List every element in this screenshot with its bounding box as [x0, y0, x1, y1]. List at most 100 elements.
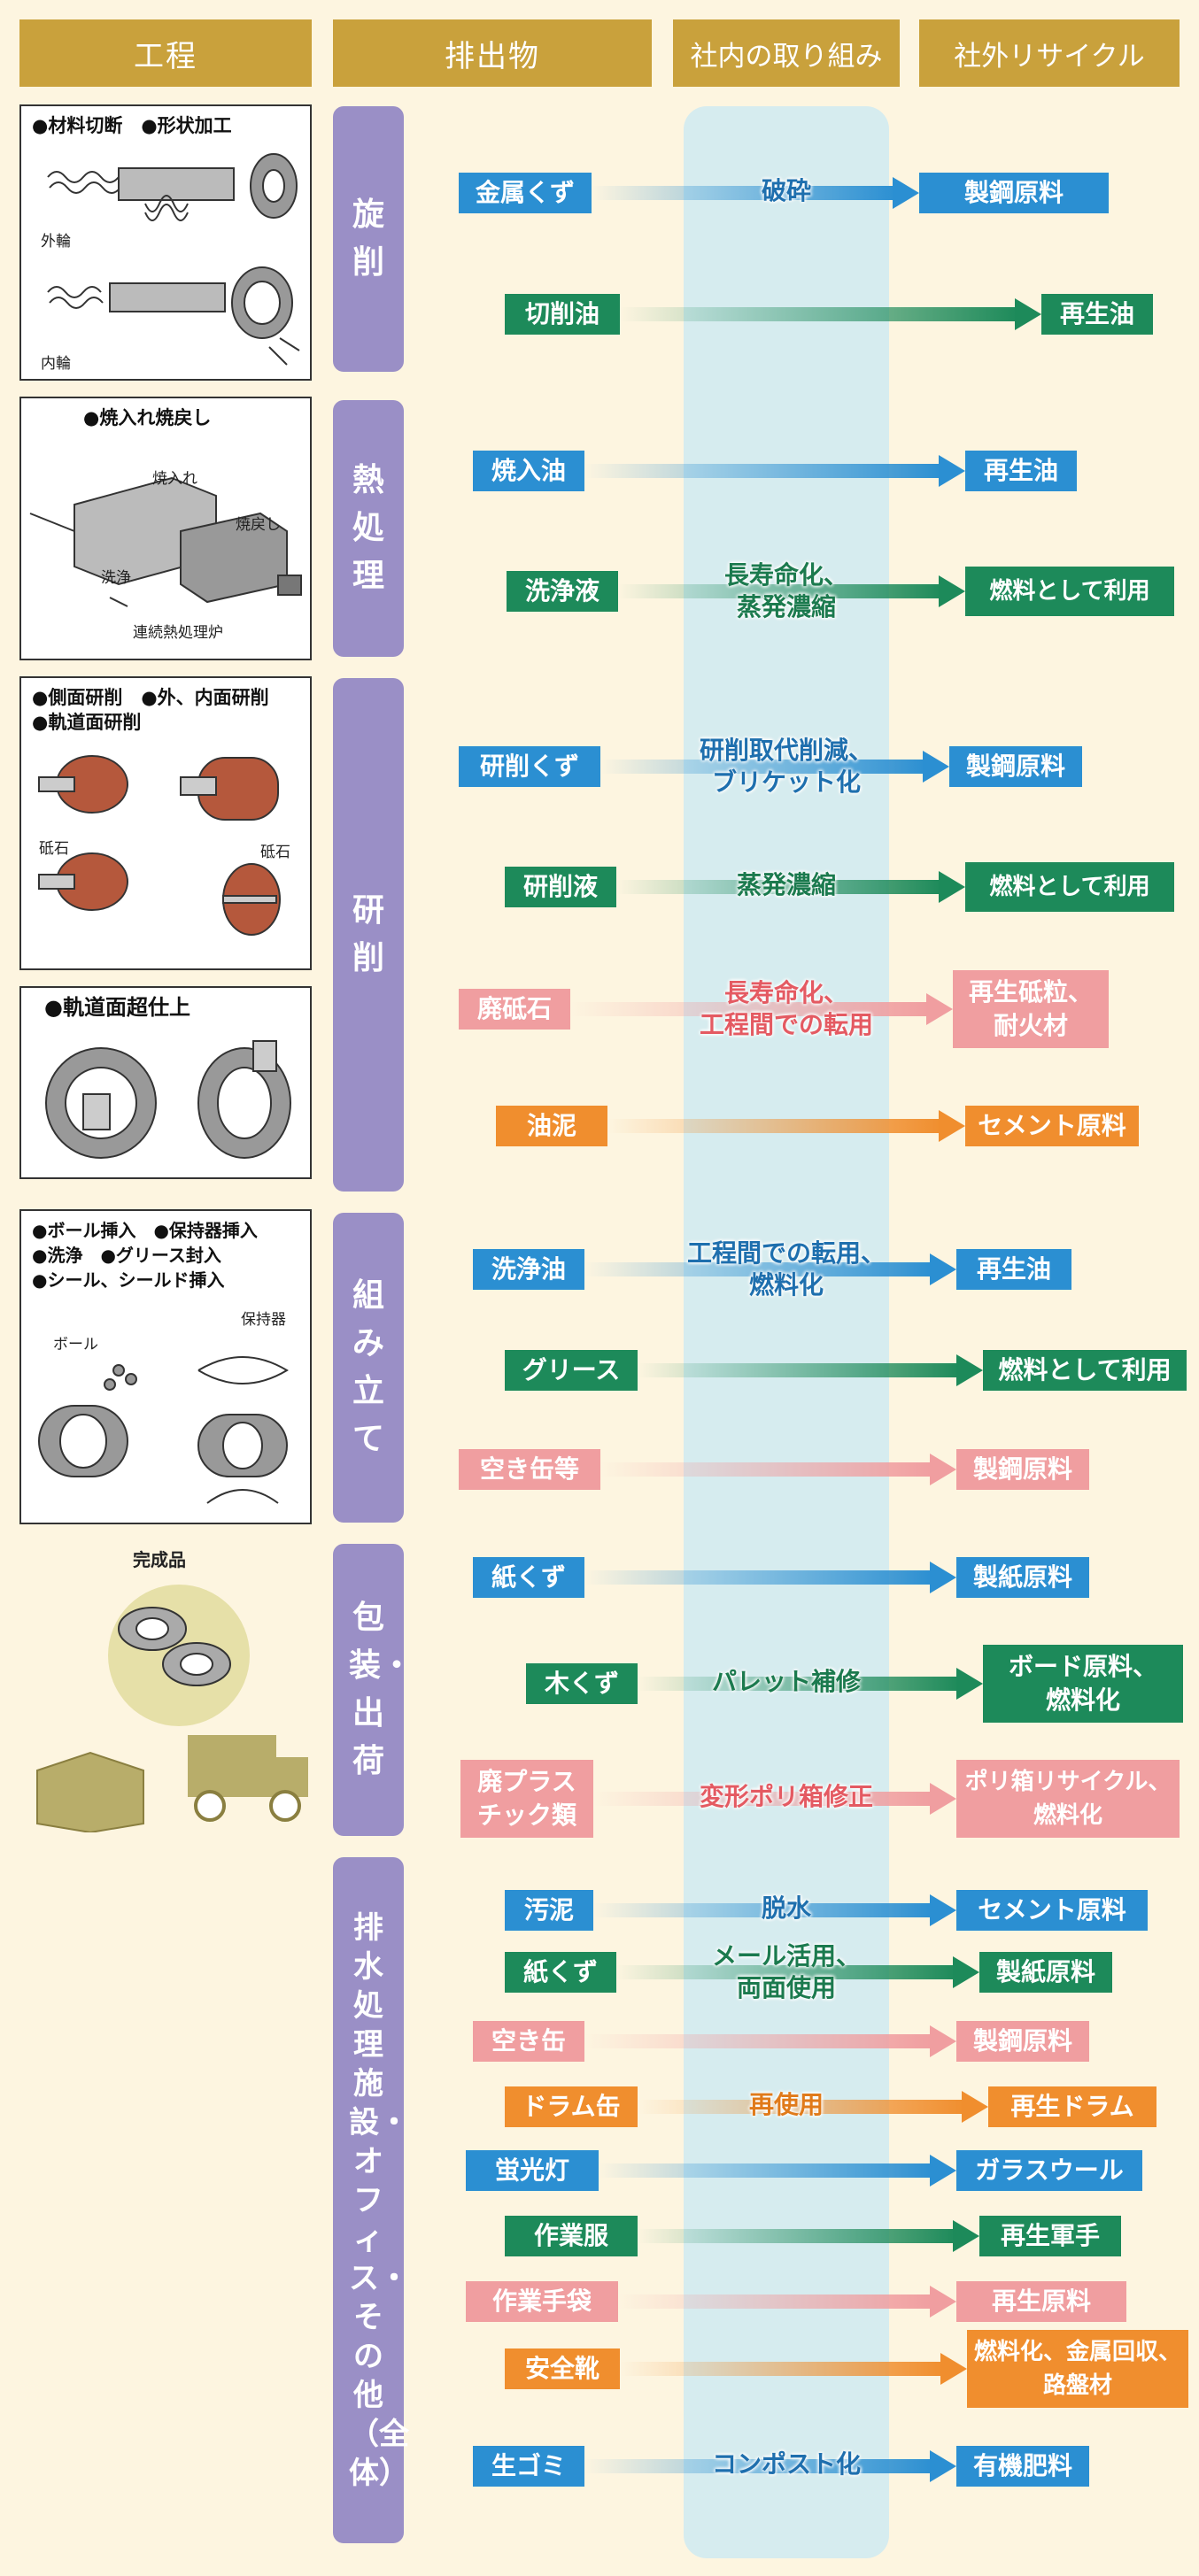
stage-assembly: 組み立て [333, 1213, 404, 1523]
flow-arrow [607, 1110, 965, 1142]
stage-grinding: 研削 [333, 678, 404, 1192]
panel-caption: ●ボール挿入 ●保持器挿入 ●洗浄 ●グリース封入 ●シール、シールド挿入 [32, 1220, 258, 1291]
label-quench: 焼入れ [152, 470, 197, 488]
recycle-destination: 再生原料 [956, 2281, 1126, 2322]
flow-arrow [638, 1354, 983, 1386]
panel-grinding: ●側面研削 ●外、内面研削 ●軌道面研削 砥石 砥石 [19, 676, 312, 970]
discharge-item: 空き缶 [473, 2021, 584, 2062]
label-temper: 焼戻し [236, 516, 281, 534]
flow-arrow [584, 2450, 956, 2482]
flow-arrow [584, 2025, 956, 2057]
internal-initiative-text: 工程間での転用、 燃料化 [686, 1238, 886, 1300]
discharge-item: ドラム缶 [505, 2086, 638, 2127]
recycle-destination: セメント原料 [965, 1106, 1139, 1146]
panel-caption: ●材料切断 ●形状加工 [32, 115, 232, 136]
stage-other: 排水処理施設・オフィス・その他（全体） [333, 1857, 409, 2543]
recycle-destination: 製鋼原料 [949, 746, 1082, 787]
recycle-destination: 燃料として利用 [983, 1350, 1187, 1391]
stage-heat-treatment: 熱処理 [333, 400, 404, 657]
recycle-destination: 再生油 [1041, 294, 1153, 335]
superfinish-illustration [45, 1040, 291, 1159]
recycle-destination: ガラスウール [956, 2150, 1142, 2191]
panel-superfinish: ●軌道面超仕上 [19, 986, 312, 1179]
discharge-item: 切削油 [505, 294, 620, 335]
internal-initiative-text: 再使用 [748, 2090, 824, 2119]
finished-product-illustration [36, 1585, 308, 1832]
discharge-item: 安全靴 [505, 2348, 620, 2389]
recycle-destination: 再生砥粒、 耐火材 [953, 970, 1109, 1048]
recycle-destination: 製紙原料 [956, 1557, 1089, 1598]
recycle-destination: 製鋼原料 [956, 1449, 1089, 1490]
internal-initiative-text: 破砕 [761, 176, 811, 205]
flow-arrow [592, 177, 919, 209]
recycle-destination: ボード原料、 燃料化 [983, 1645, 1183, 1723]
recycle-destination: 製鋼原料 [956, 2021, 1089, 2062]
finished-product-label: 完成品 [133, 1549, 186, 1570]
stage-turning: 旋削 [333, 106, 404, 372]
flow-arrow [618, 2286, 956, 2318]
header-internal: 社内の取り組み [673, 19, 900, 87]
recycle-destination: 再生軍手 [979, 2216, 1121, 2256]
discharge-item: グリース [505, 1350, 638, 1391]
panel-turning: ●材料切断 ●形状加工 外輪 内輪 [19, 104, 312, 381]
recycle-destination: ポリ箱リサイクル、 燃料化 [956, 1760, 1180, 1838]
flow-arrow [638, 2220, 979, 2252]
header-process: 工程 [19, 19, 312, 87]
recycle-destination: 有機肥料 [956, 2446, 1089, 2487]
stage-packing: 包装・出荷 [333, 1544, 413, 1836]
discharge-item: 汚泥 [505, 1890, 593, 1931]
flow-arrow [618, 575, 965, 607]
grinding-illustration [38, 755, 281, 936]
label-cage: 保持器 [241, 1311, 286, 1329]
internal-initiative-text: コンポスト化 [711, 2449, 861, 2479]
flow-arrow [620, 298, 1041, 330]
panel-caption: ●焼入れ焼戻し [83, 407, 212, 428]
label-outer-ring: 外輪 [41, 233, 71, 251]
recycle-destination: 燃料として利用 [965, 862, 1174, 912]
discharge-item: 油泥 [496, 1106, 607, 1146]
label-ball: ボール [53, 1336, 98, 1354]
recycle-destination: 燃料として利用 [965, 567, 1174, 616]
discharge-item: 作業服 [505, 2216, 638, 2256]
panel-assembly: ●ボール挿入 ●保持器挿入 ●洗浄 ●グリース封入 ●シール、シールド挿入 ボー… [19, 1209, 312, 1524]
discharge-item: 紙くず [505, 1952, 616, 1993]
assembly-illustration [38, 1356, 289, 1504]
internal-initiative-text: パレット補修 [711, 1667, 861, 1696]
discharge-item: 作業手袋 [466, 2281, 618, 2322]
recycle-destination: 再生ドラム [988, 2086, 1156, 2127]
recycle-destination: 燃料化、金属回収、 路盤材 [967, 2330, 1188, 2408]
recycle-destination: 製紙原料 [979, 1952, 1112, 1993]
internal-initiative-text: 蒸発濃縮 [736, 870, 836, 899]
label-wash: 洗浄 [101, 569, 131, 587]
label-grindstone-2: 砥石 [260, 844, 290, 861]
recycle-destination: 再生油 [965, 451, 1077, 491]
internal-initiatives-band [684, 106, 889, 2558]
recycle-destination: 再生油 [956, 1249, 1071, 1290]
discharge-item: 木くず [526, 1663, 638, 1704]
internal-initiative-text: 長寿命化、 蒸発濃縮 [723, 560, 848, 621]
flow-arrow [620, 2353, 967, 2385]
panel-caption: ●側面研削 ●外、内面研削 ●軌道面研削 [32, 687, 269, 733]
flow-arrow [638, 2091, 988, 2123]
discharge-item: 研削液 [505, 867, 616, 907]
flow-arrow [616, 1956, 979, 1988]
recycle-destination: セメント原料 [956, 1890, 1148, 1931]
discharge-item: 洗浄油 [473, 1249, 584, 1290]
header-external: 社外リサイクル [919, 19, 1180, 87]
label-furnace: 連続熱処理炉 [133, 624, 223, 642]
flow-arrow [584, 455, 965, 487]
flow-arrow [600, 1454, 956, 1485]
flow-arrow [584, 1253, 956, 1285]
discharge-item: 紙くず [473, 1557, 584, 1598]
discharge-item: 生ゴミ [473, 2446, 584, 2487]
flow-arrow [600, 751, 949, 783]
furnace-illustration [29, 476, 302, 607]
internal-initiative-text: 長寿命化、 工程間での転用 [699, 978, 873, 1039]
flow-arrow [616, 871, 965, 903]
panel-heat-treatment: ●焼入れ焼戻し 焼入れ 焼戻し 洗浄 連続熱処理炉 [19, 397, 312, 660]
discharge-item: 廃プラス チック類 [460, 1760, 593, 1838]
discharge-item: 洗浄液 [507, 571, 618, 612]
internal-initiative-text: 研削取代削減、 ブリケット化 [699, 736, 873, 797]
flow-arrow [593, 1894, 956, 1926]
internal-initiative-text: 脱水 [761, 1893, 811, 1923]
